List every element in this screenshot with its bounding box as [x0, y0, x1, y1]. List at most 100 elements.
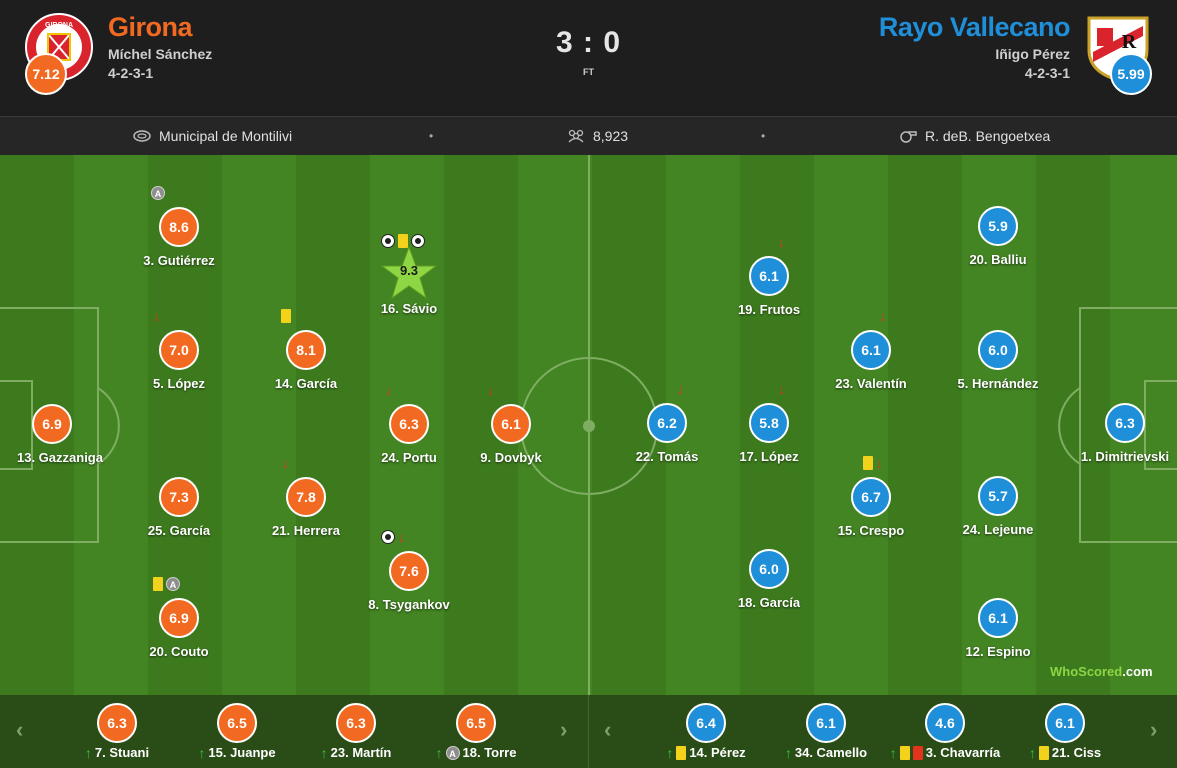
sub-away-camello[interactable]: 6.1 ↑34. Camello [766, 703, 886, 767]
whoscored-logo[interactable]: WhoScored.com [1050, 664, 1153, 679]
player-name: 12. Espino [965, 644, 1031, 659]
sub-on-icon: ↑ [435, 744, 443, 761]
player-name: 16. Sávio [380, 301, 438, 316]
pitch: A 8.6 3. Gutiérrez ↓ 7.0 5. López 7.3 25… [0, 155, 1177, 695]
player-name: 5. Hernández [957, 376, 1039, 391]
player-home-tsygankov[interactable]: ↓ 7.6 8. Tsygankov [349, 530, 469, 631]
red-card-icon [912, 745, 923, 760]
player-home-portu[interactable]: ↓ 6.3 24. Portu [349, 383, 469, 484]
sub-label: ↑23. Martín [286, 745, 426, 760]
player-home-gazzaniga[interactable]: 6.9 13. Gazzaniga [0, 404, 112, 484]
referee-info: R. deB. Bengoetxea [899, 128, 1050, 144]
referee-name: R. deB. Bengoetxea [925, 128, 1051, 144]
player-rating: 6.1 [978, 598, 1018, 638]
home-team-name[interactable]: Girona [108, 12, 193, 42]
sub-off-icon: ↓ [879, 308, 886, 324]
sub-label: ↑21. Ciss [995, 745, 1135, 760]
people-icon [568, 129, 584, 143]
player-events [381, 233, 425, 249]
sub-home-juanpe[interactable]: 6.5 ↑15. Juanpe [177, 703, 297, 767]
yellow-card-icon [676, 745, 687, 760]
goal-ball-icon [411, 234, 425, 248]
player-home-garcia-14[interactable]: 8.1 14. García [246, 309, 366, 410]
bench-next-arrow-icon[interactable]: › [560, 717, 568, 742]
player-name: 15. Juanpe [208, 745, 276, 760]
away-bench-next-arrow-icon[interactable]: › [1150, 717, 1158, 742]
player-name: 1. Dimitrievski [1080, 449, 1170, 464]
player-away-crespo[interactable]: ↓ 6.7 15. Crespo [811, 456, 931, 557]
watermark-name: WhoScored [1050, 664, 1123, 679]
player-name: 13. Gazzaniga [17, 450, 103, 465]
player-name: 14. García [274, 376, 338, 391]
sub-on-icon: ↑ [889, 744, 897, 761]
player-home-garcia-25[interactable]: 7.3 25. García [119, 477, 239, 557]
player-name: 22. Tomás [635, 449, 699, 464]
player-home-gutierrez[interactable]: A 8.6 3. Gutiérrez [119, 186, 239, 287]
sub-away-ciss[interactable]: 6.1 ↑21. Ciss [1005, 703, 1125, 767]
player-rating: 6.0 [749, 549, 789, 589]
player-away-garcia[interactable]: 6.0 18. García [709, 549, 829, 629]
player-events: ↓ [282, 455, 289, 471]
home-manager: Míchel Sánchez [108, 46, 213, 62]
crest-text: GIRONA [45, 22, 73, 29]
sub-off-icon: ↓ [778, 234, 785, 250]
captain-badge-icon: A [151, 186, 165, 200]
sub-home-martin[interactable]: 6.3 ↑23. Martín [296, 703, 416, 767]
player-rating: 7.0 [159, 330, 199, 370]
player-rating: 4.6 [925, 703, 965, 743]
player-home-savio[interactable]: 9.3 16. Sávio [349, 234, 469, 335]
captain-badge-icon: A [445, 745, 460, 760]
player-name: 25. García [147, 523, 211, 538]
player-name: 9. Dovbyk [480, 450, 542, 465]
sub-away-perez[interactable]: 6.4 ↑14. Pérez [646, 703, 766, 767]
player-name: 3. Gutiérrez [143, 253, 215, 268]
player-away-tomas[interactable]: ↓ 6.2 22. Tomás [607, 382, 727, 483]
player-rating: 6.5 [456, 703, 496, 743]
player-home-couto[interactable]: A 6.9 20. Couto [119, 577, 239, 678]
player-rating: 6.1 [749, 256, 789, 296]
sub-label: ↑3. Chavarría [875, 745, 1015, 760]
sub-away-chavarria[interactable]: 4.6 ↑3. Chavarría [885, 703, 1005, 767]
away-bench-prev-arrow-icon[interactable]: ‹ [604, 717, 612, 742]
sub-home-stuani[interactable]: 6.3 ↑7. Stuani [57, 703, 177, 767]
player-rating: 8.1 [286, 330, 326, 370]
captain-badge-icon: A [166, 577, 180, 591]
player-home-lopez[interactable]: ↓ 7.0 5. López [119, 309, 239, 410]
match-header: GIRONA 7.12 Girona Míchel Sánchez 4-2-3-… [0, 0, 1177, 116]
player-name: 20. Couto [149, 644, 209, 659]
player-away-espino[interactable]: 6.1 12. Espino [938, 598, 1058, 678]
player-name: 15. Crespo [837, 523, 905, 538]
attendance-info: 8,923 [567, 128, 628, 144]
sub-off-icon: ↓ [282, 455, 289, 471]
player-rating: 6.0 [978, 330, 1018, 370]
sub-off-icon: ↓ [398, 529, 405, 545]
player-rating: 6.9 [159, 598, 199, 638]
player-name: 18. Torre [462, 745, 517, 760]
sub-off-icon: ↓ [487, 382, 494, 398]
player-away-dimitrievski[interactable]: 6.3 1. Dimitrievski [1065, 403, 1177, 483]
bench-prev-arrow-icon[interactable]: ‹ [16, 717, 24, 742]
player-name: 24. Portu [381, 450, 437, 465]
player-away-lejeune[interactable]: 5.7 24. Lejeune [938, 476, 1058, 556]
player-away-balliu[interactable]: 5.9 20. Balliu [938, 206, 1058, 286]
player-away-valentin[interactable]: ↓ 6.1 23. Valentín [811, 309, 931, 410]
player-rating: 6.1 [1045, 703, 1085, 743]
player-rating: 6.3 [1105, 403, 1145, 443]
player-rating: 7.3 [159, 477, 199, 517]
player-rating: 6.3 [97, 703, 137, 743]
player-name: 20. Balliu [969, 252, 1027, 267]
away-team-name[interactable]: Rayo Vallecano [878, 12, 1071, 42]
player-name: 17. López [739, 449, 799, 464]
sub-off-icon: ↓ [153, 308, 160, 324]
player-name: 24. Lejeune [962, 522, 1034, 537]
yellow-card-icon [863, 456, 873, 470]
goal-ball-icon [381, 234, 395, 248]
player-home-herrera[interactable]: ↓ 7.8 21. Herrera [246, 456, 366, 557]
player-away-hernandez[interactable]: 6.0 5. Hernández [938, 330, 1058, 410]
player-away-lopez[interactable]: ↓ 5.8 17. López [709, 382, 829, 483]
player-rating: 6.7 [851, 477, 891, 517]
player-away-frutos[interactable]: ↓ 6.1 19. Frutos [709, 235, 829, 336]
player-home-dovbyk[interactable]: ↓ 6.1 9. Dovbyk [451, 383, 571, 484]
